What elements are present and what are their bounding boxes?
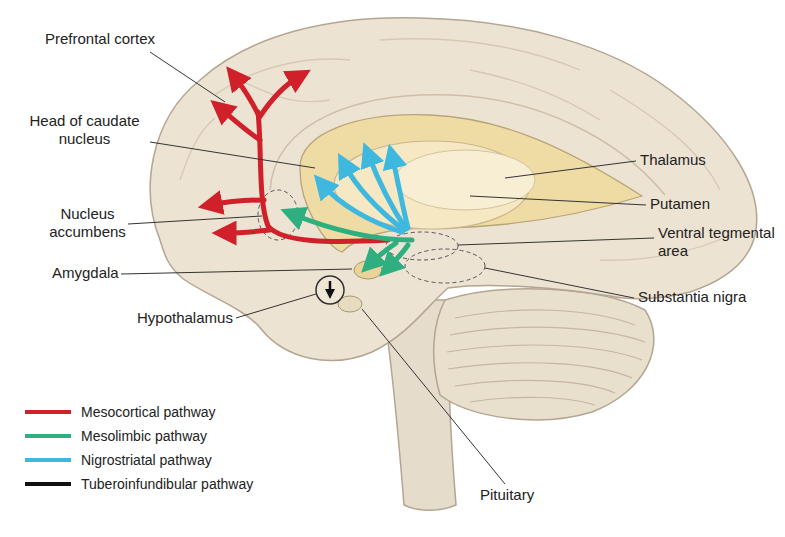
legend-swatch <box>25 410 71 414</box>
legend-swatch <box>25 482 71 486</box>
legend-text: Nigrostriatal pathway <box>81 450 212 470</box>
structure-label: Putamen <box>650 195 710 213</box>
structure-label: Thalamus <box>640 151 706 169</box>
structure-label: Amygdala <box>52 264 119 282</box>
structure-label: Nucleus accumbens <box>45 205 130 241</box>
legend-swatch <box>25 458 71 462</box>
structure-label: Head of caudate nucleus <box>22 112 147 148</box>
structure-label: Hypothalamus <box>137 309 233 327</box>
legend-swatch <box>25 434 71 438</box>
structure-label: Ventral tegmental area <box>658 224 780 260</box>
structure-label: Prefrontal cortex <box>45 30 155 48</box>
structure-label: Substantia nigra <box>638 288 746 306</box>
structure-label: Pituitary <box>480 486 534 504</box>
legend-text: Tuberoinfundibular pathway <box>81 474 253 494</box>
legend-text: Mesocortical pathway <box>81 402 216 422</box>
legend-text: Mesolimbic pathway <box>81 426 207 446</box>
